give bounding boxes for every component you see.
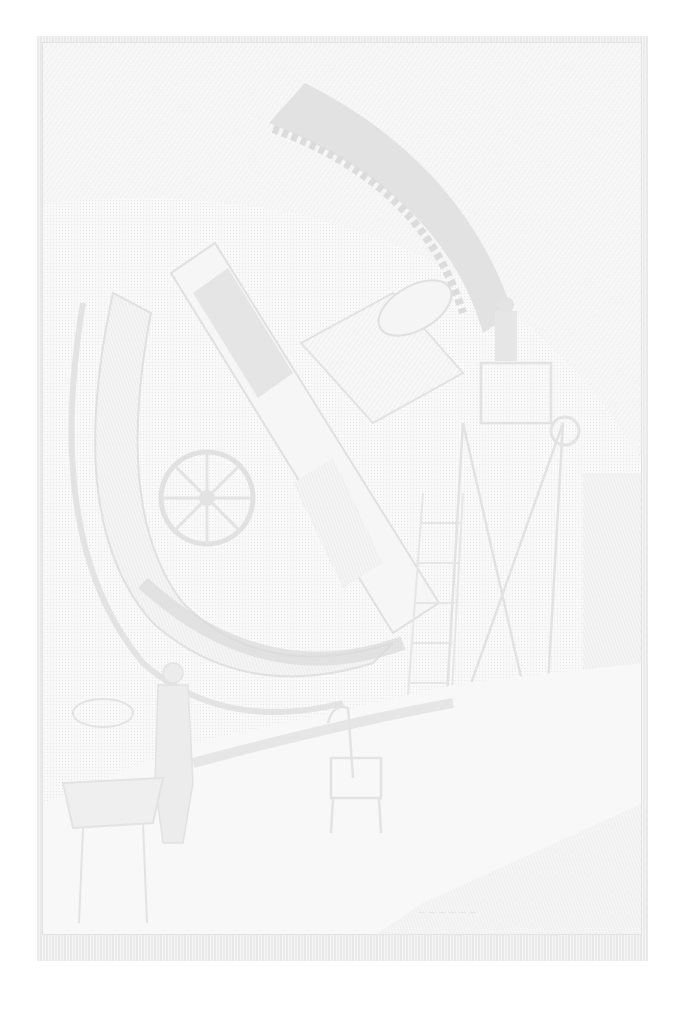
declination-housing bbox=[299, 291, 465, 425]
small-wheel bbox=[549, 415, 581, 447]
dome-slit bbox=[269, 83, 513, 333]
railing bbox=[191, 698, 454, 768]
chair bbox=[326, 705, 383, 834]
observer-figure bbox=[495, 311, 517, 361]
standing-figure bbox=[154, 662, 194, 844]
floor-hatching bbox=[376, 803, 641, 934]
telescope-engraving bbox=[43, 43, 641, 934]
mount-shadow bbox=[138, 577, 406, 666]
tube-shadow-upper bbox=[193, 268, 293, 398]
dome-ceiling bbox=[43, 43, 641, 460]
axis-end-cap bbox=[377, 279, 453, 337]
side-table bbox=[61, 698, 165, 924]
dome-slit-rail bbox=[271, 125, 467, 315]
mount-arc bbox=[68, 302, 344, 715]
engraving-frame: ~~~~~~ bbox=[42, 42, 642, 935]
tube-shadow-lower bbox=[293, 458, 383, 588]
artist-signature: ~~~~~~ bbox=[414, 906, 481, 919]
